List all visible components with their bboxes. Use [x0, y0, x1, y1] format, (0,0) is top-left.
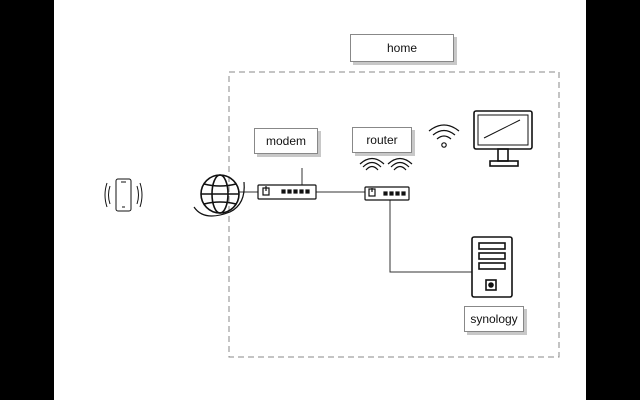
phone-icon	[104, 178, 143, 212]
home-label[interactable]: home	[350, 34, 454, 62]
diagram-canvas: home modem router synology	[54, 0, 586, 400]
network-diagram	[104, 71, 560, 358]
globe-icon	[193, 174, 245, 217]
home-group-boundary	[228, 71, 560, 358]
wifi-icon	[428, 124, 460, 148]
connectors	[239, 168, 472, 273]
modem-label[interactable]: modem	[254, 128, 318, 154]
router-label[interactable]: router	[352, 127, 412, 153]
monitor-icon	[473, 110, 533, 167]
modem-icon	[257, 184, 317, 200]
router-server-link	[389, 200, 472, 273]
server-icon	[471, 236, 513, 298]
synology-label[interactable]: synology	[464, 306, 524, 332]
router-icon	[359, 157, 413, 201]
